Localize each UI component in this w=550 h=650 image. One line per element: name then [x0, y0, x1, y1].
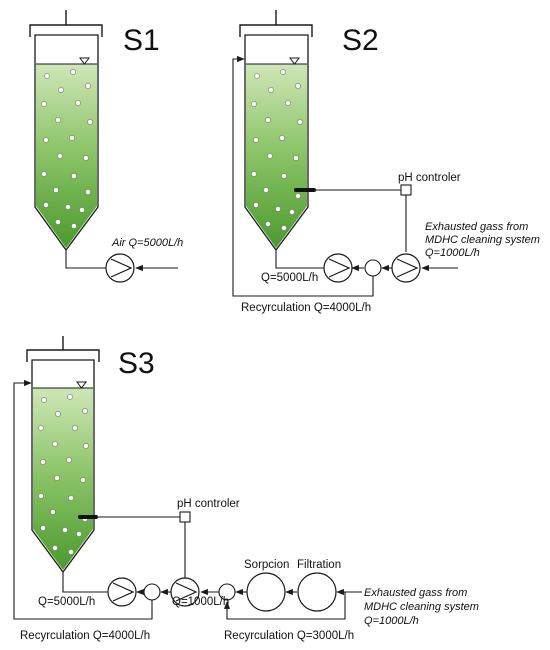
- s2-recirculation-label: Recyrculation Q=4000L/h: [241, 302, 371, 314]
- s1-label: S1: [123, 24, 160, 57]
- s2-level-marker-icon: [289, 57, 300, 65]
- s3-liquid: [33, 388, 93, 570]
- s3-gas-pump: [170, 577, 200, 607]
- system-s1: S1 Air Q=5000L/h: [29, 10, 183, 283]
- s2-tank-lid: [239, 10, 313, 37]
- s3-ph-controller-box: [179, 511, 191, 523]
- s3-label: S3: [118, 347, 155, 380]
- s3-exhaust-line-3: Q=1000L/h: [364, 615, 419, 627]
- s2-label: S2: [342, 24, 379, 57]
- s3-mixing-node-2: [218, 583, 236, 601]
- s2-outlet-line: [275, 250, 324, 269]
- s2-exhaust-line-1: Exhausted gass from: [425, 221, 528, 233]
- system-s2: S2 pH controler: [232, 10, 540, 314]
- s2-recirculation-loop: [232, 55, 374, 297]
- s3-bubbles: [38, 394, 89, 555]
- s1-level-marker-icon: [79, 57, 90, 65]
- s3-mixing-node-1: [143, 583, 161, 601]
- s3-recirculation-loop-2: [223, 592, 346, 620]
- s3-recirculation-loop-1: [13, 379, 153, 620]
- s1-bubbles: [41, 69, 93, 229]
- s1-air-flow-label: Air Q=5000L/h: [111, 237, 183, 249]
- s2-gas-pump: [391, 253, 421, 283]
- s2-feed-pump: [323, 253, 353, 283]
- s3-tank-lid: [26, 336, 100, 362]
- s3-sorption-unit: [246, 572, 286, 612]
- s2-liquid: [246, 64, 307, 248]
- s1-air-pump: [105, 253, 135, 283]
- system-s3: S3 pH controler: [13, 336, 479, 642]
- s1-air-line: [65, 250, 106, 269]
- s2-bubbles: [251, 69, 303, 231]
- s3-recirculation-label-2: Recyrculation Q=3000L/h: [224, 630, 354, 642]
- s3-exhaust-line-1: Exhausted gass from: [364, 587, 467, 599]
- s1-tank-lid: [29, 10, 103, 37]
- s3-level-marker-icon: [76, 381, 87, 389]
- s3-feed-pump: [107, 577, 137, 607]
- s2-mixing-node: [364, 259, 382, 277]
- s3-recirculation-label-1: Recyrculation Q=4000L/h: [20, 630, 150, 642]
- s3-filtration-label: Filtration: [297, 559, 341, 571]
- s3-outlet-line: [62, 572, 108, 593]
- s3-exhaust-line-2: MDHC cleaning system: [364, 601, 479, 613]
- s2-feed-flow-label: Q=5000L/h: [261, 272, 318, 284]
- s2-exhaust-line-2: MDHC cleaning system: [425, 234, 540, 246]
- s3-pump-flow-label: Q=1000L/h: [172, 596, 229, 608]
- s3-filtration-unit: [297, 572, 337, 612]
- s2-ph-controller-label: pH controler: [398, 172, 461, 184]
- s3-feed-flow-label: Q=5000L/h: [38, 596, 95, 608]
- s3-ph-controller-label: pH controler: [177, 498, 240, 510]
- s3-sorption-label: Sorpcion: [244, 559, 289, 571]
- s1-liquid: [36, 64, 97, 248]
- s2-ph-controller-box: [400, 184, 412, 196]
- s2-exhaust-line-3: Q=1000L/h: [425, 247, 480, 259]
